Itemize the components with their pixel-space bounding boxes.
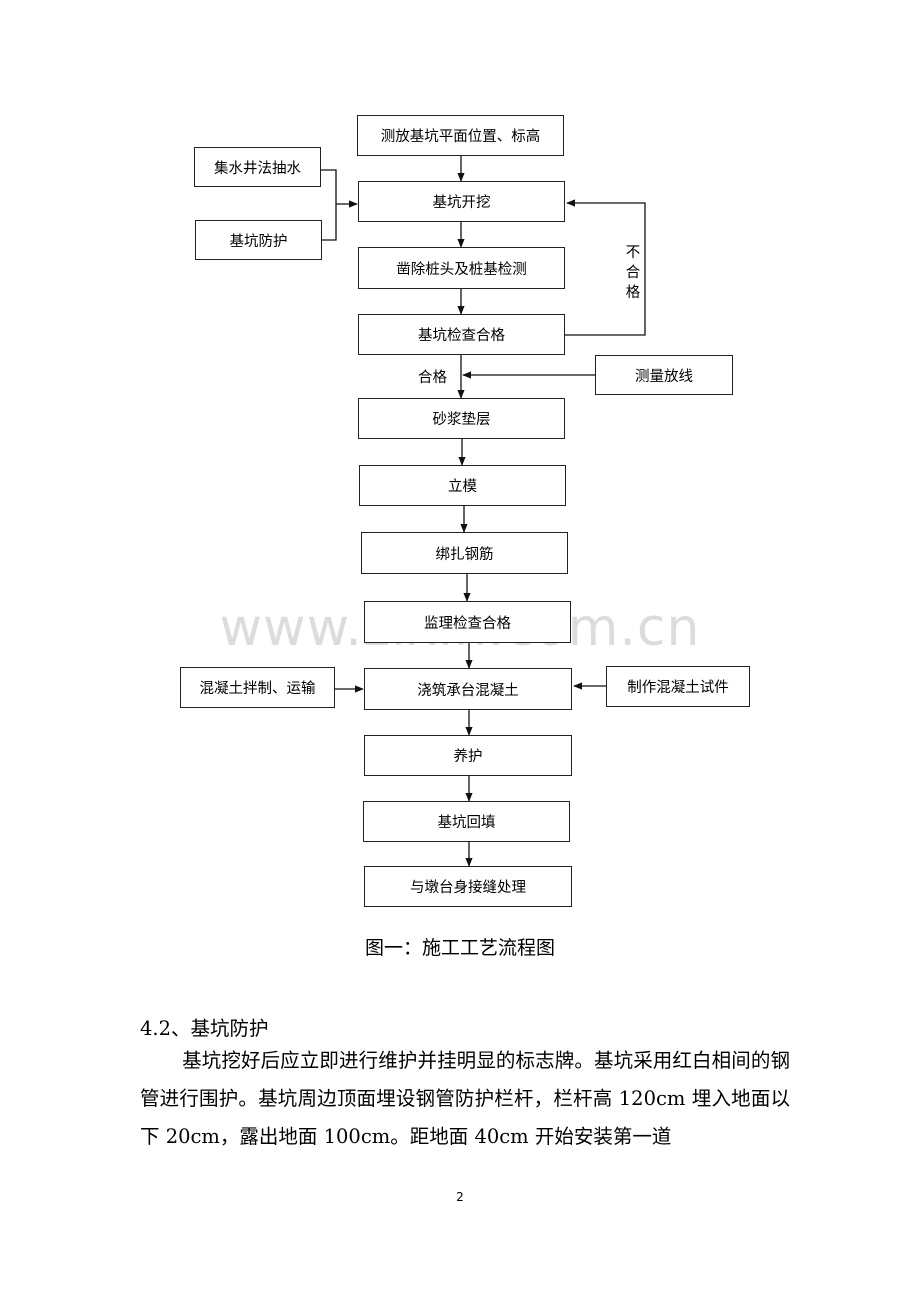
section-heading: 4.2、基坑防护 [140,1017,269,1040]
node-layout: 测量放线 [595,355,733,395]
node-pile-head: 凿除桩头及桩基检测 [358,247,565,289]
node-survey: 测放基坑平面位置、标高 [357,115,564,156]
node-pit-check: 基坑检查合格 [358,314,565,355]
node-specimen: 制作混凝土试件 [606,666,750,707]
node-formwork: 立模 [359,465,566,506]
node-pour: 浇筑承台混凝土 [364,668,572,710]
node-mortar: 砂浆垫层 [358,398,565,439]
page-number: 2 [456,1190,464,1204]
figure-caption: 图一：施工工艺流程图 [364,937,555,959]
bracket-side-inputs [321,169,337,241]
node-backfill: 基坑回填 [363,801,570,842]
paragraph-text: 基坑挖好后应立即进行维护并挂明显的标志牌。基坑采用红白相间的钢管进行围护。基坑周… [140,1049,790,1148]
node-mixing: 混凝土拌制、运输 [180,667,335,708]
flowchart-connectors [321,156,646,867]
node-protection: 基坑防护 [195,220,322,260]
arrow-fail-loop [565,199,646,336]
node-rebar: 绑扎钢筋 [361,532,568,574]
section-paragraph: 基坑挖好后应立即进行维护并挂明显的标志牌。基坑采用红白相间的钢管进行围护。基坑周… [140,1042,790,1156]
node-sump: 集水井法抽水 [194,147,321,187]
node-excavate: 基坑开挖 [358,181,565,222]
label-pass: 合格 [418,370,447,386]
label-fail: 不合格 [625,245,641,301]
node-supervision: 监理检查合格 [364,601,571,643]
node-joint: 与墩台身接缝处理 [364,866,572,907]
node-curing: 养护 [364,735,572,776]
